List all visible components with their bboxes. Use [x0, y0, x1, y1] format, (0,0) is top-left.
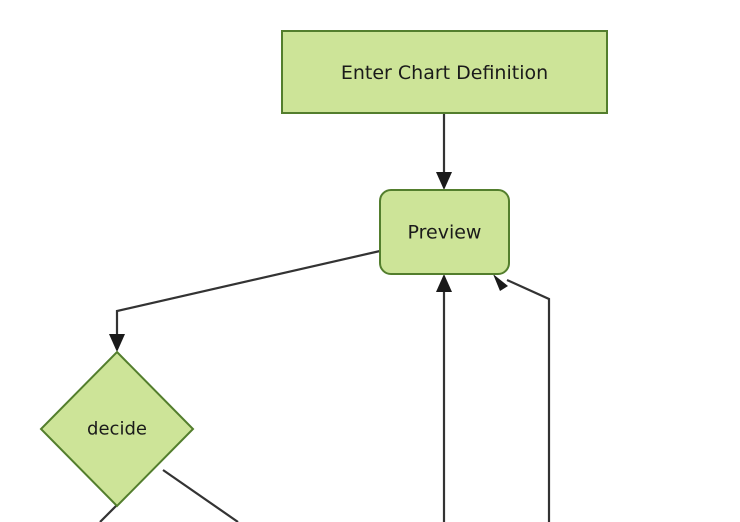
- edge-decide-bottom-out: [99, 504, 118, 522]
- node-label-enter-chart-definition: Enter Chart Definition: [341, 62, 548, 84]
- edge-line: [506, 278, 551, 522]
- edge-decide-right-out: [162, 469, 239, 522]
- edge-line: [115, 249, 381, 337]
- edge-bottom-right-to-preview: [493, 274, 551, 522]
- node-shape-rounded-rect: [379, 189, 510, 275]
- edge-layer: [99, 113, 551, 522]
- node-decide[interactable]: decide: [39, 350, 195, 508]
- node-shape-rect: [281, 30, 608, 114]
- edge-line: [99, 504, 118, 522]
- node-preview[interactable]: Preview: [379, 189, 510, 275]
- arrowhead: [493, 274, 508, 291]
- arrowhead: [436, 172, 452, 190]
- edge-bottom-center-to-preview: [436, 274, 452, 522]
- edge-preview-to-decide: [109, 249, 381, 352]
- node-label-decide: decide: [87, 419, 147, 440]
- node-label-preview: Preview: [408, 222, 482, 244]
- edge-line: [162, 469, 239, 522]
- arrowhead: [109, 334, 125, 352]
- edge-enter-to-preview: [436, 113, 452, 190]
- node-shape-diamond: [39, 350, 195, 508]
- arrowhead: [436, 274, 452, 292]
- node-layer: Enter Chart Definition Preview decide: [39, 30, 608, 508]
- node-enter-chart-definition[interactable]: Enter Chart Definition: [281, 30, 608, 114]
